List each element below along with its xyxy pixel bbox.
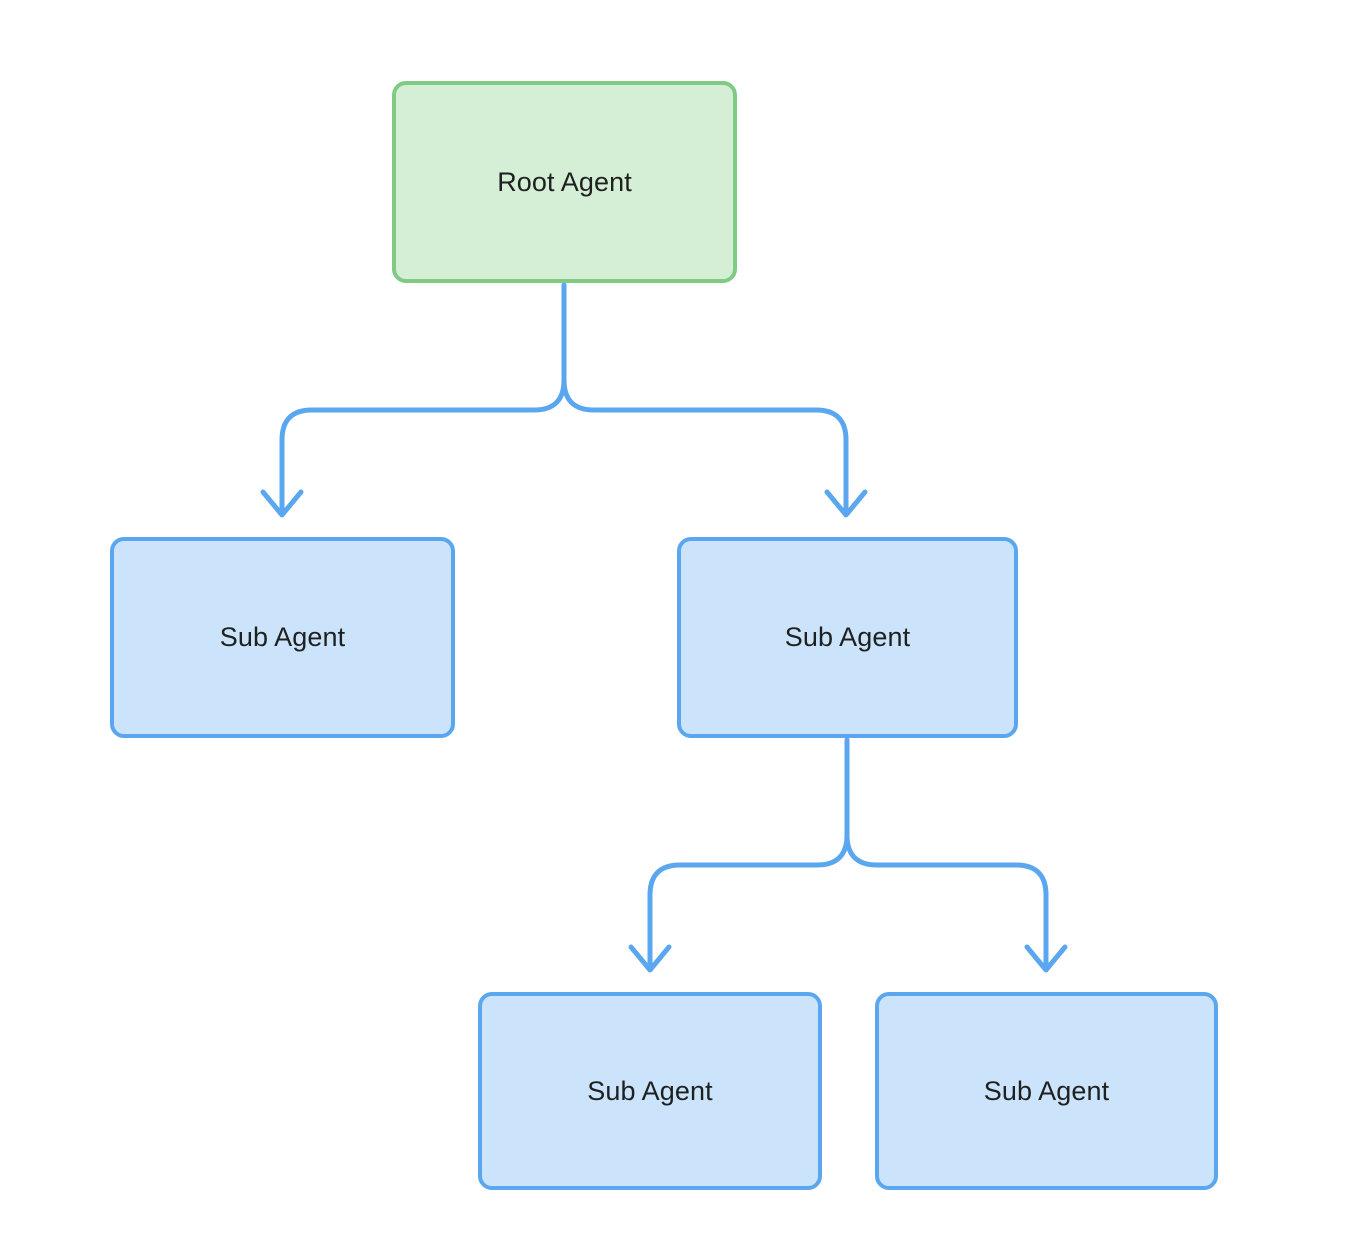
- edge-sub-b-sub-b1-path: [647, 737, 850, 970]
- node-sub-agent-child-left[interactable]: Sub Agent: [478, 992, 822, 1190]
- node-sub-agent-child-right[interactable]: Sub Agent: [875, 992, 1218, 1190]
- edge-root-sub-b-path: [561, 282, 849, 515]
- node-root-agent-label: Root Agent: [497, 166, 632, 197]
- node-sub-agent-child-right-label: Sub Agent: [983, 1075, 1110, 1106]
- node-sub-agent-left[interactable]: Sub Agent: [110, 537, 455, 738]
- node-sub-agent-left-label: Sub Agent: [219, 622, 346, 652]
- edge-root-sub-b-arrowhead: [824, 489, 868, 518]
- edge-sub-b-sub-b2-arrowhead: [1024, 944, 1068, 973]
- node-sub-agent-child-left-label: Sub Agent: [587, 1075, 713, 1106]
- edge-root-sub-a-path: [279, 282, 567, 515]
- node-root-agent[interactable]: Root Agent: [392, 81, 737, 283]
- node-sub-agent-right[interactable]: Sub Agent: [677, 537, 1018, 738]
- edge-sub-b-sub-b2-path: [844, 737, 1049, 970]
- edge-sub-b-sub-b1-arrowhead: [628, 944, 672, 973]
- node-sub-agent-right-label: Sub Agent: [784, 622, 911, 652]
- edge-root-sub-a-arrowhead: [260, 489, 304, 518]
